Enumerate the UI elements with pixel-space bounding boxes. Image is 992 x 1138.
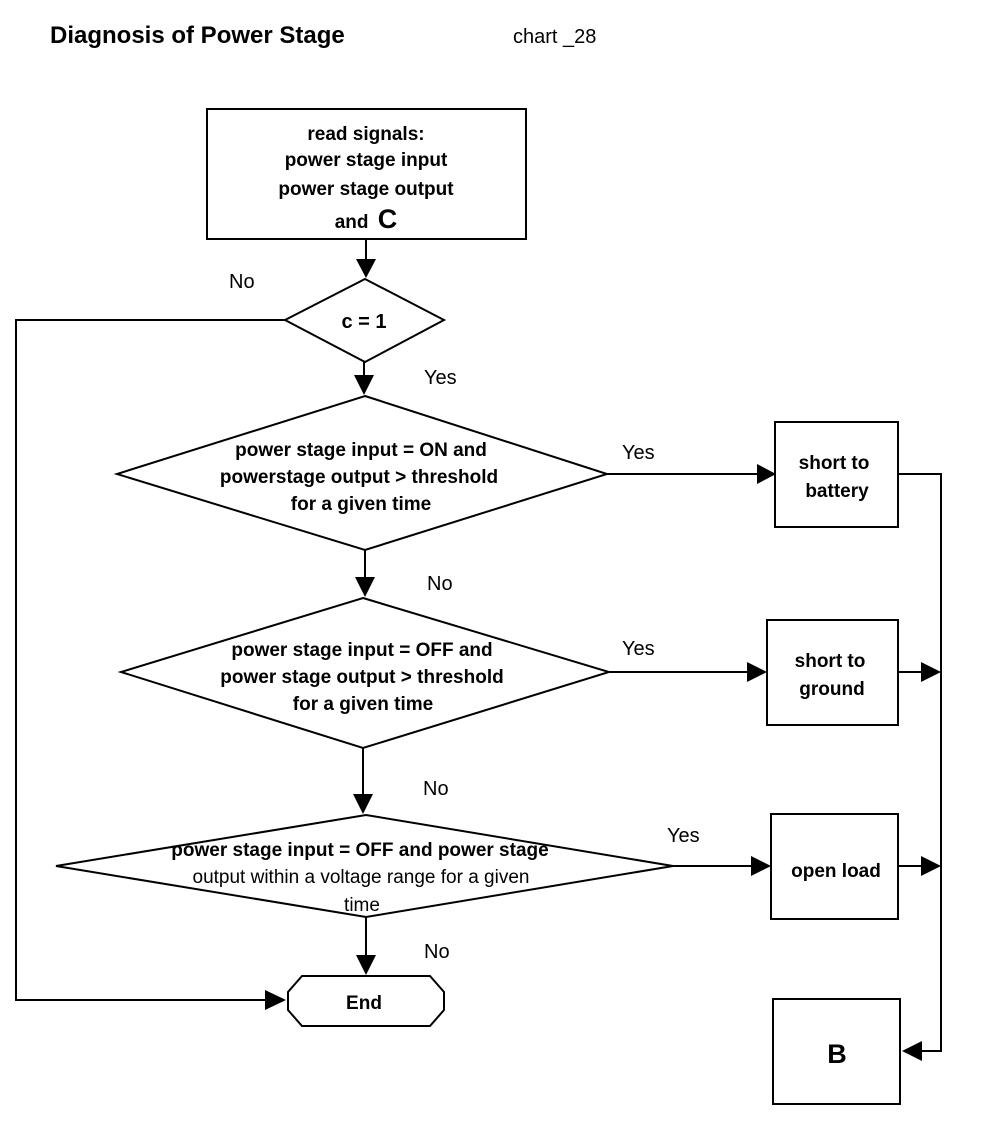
short-ground-line-1: short to [795, 651, 866, 672]
decision-2-line-2: power stage output > threshold [220, 667, 503, 688]
label-c-no: No [229, 271, 255, 293]
edge-c-no-to-end [15, 319, 285, 1001]
decision-c-label: c = 1 [341, 311, 386, 333]
label-d1-no: No [427, 573, 453, 595]
arrow-head [356, 259, 376, 278]
b-connector-box: B [772, 998, 901, 1105]
decision-1-line-3: for a given time [291, 494, 431, 515]
decision-1-line-2: powerstage output > threshold [220, 467, 498, 488]
decision-3-line-1: power stage input = OFF and power stage [171, 840, 548, 861]
read-line-4-prefix: and [335, 212, 369, 233]
arrow-head [747, 662, 767, 682]
decision-open-load-check: power stage input = OFF and power stage … [55, 813, 674, 919]
arrow-head [355, 577, 375, 597]
label-d3-yes: Yes [667, 825, 700, 847]
short-ground-line-2: ground [799, 679, 864, 700]
decision-2-line-1: power stage input = OFF and [231, 640, 492, 661]
arrow-head [757, 464, 776, 484]
b-label: B [827, 1039, 847, 1069]
chart-id: chart _28 [513, 26, 596, 48]
decision-c-equals-1: c = 1 [282, 277, 447, 364]
decision-short-to-battery-check: power stage input = ON and powerstage ou… [113, 394, 611, 552]
short-battery-line-1: short to [799, 453, 870, 474]
page-title: Diagnosis of Power Stage [50, 22, 345, 49]
arrow-head [353, 794, 373, 814]
arrow-head [354, 375, 374, 395]
read-signals-box: read signals: power stage input power st… [206, 108, 527, 240]
short-to-ground-box: short to ground [766, 619, 899, 726]
decision-3-line-2: output within a voltage range for a give… [193, 867, 530, 888]
decision-3-line-3: time [344, 895, 380, 916]
label-d2-no: No [423, 778, 449, 800]
label-d2-yes: Yes [622, 638, 655, 660]
decision-1-line-1: power stage input = ON and [235, 440, 487, 461]
read-line-2: power stage input [285, 150, 448, 171]
label-d3-no: No [424, 941, 450, 963]
open-load-box: open load [770, 813, 899, 920]
decision-short-to-ground-check: power stage input = OFF and power stage … [117, 596, 613, 750]
connectors [15, 239, 942, 1061]
end-label: End [346, 993, 382, 1014]
open-load-label: open load [791, 861, 881, 882]
decision-2-line-3: for a given time [293, 694, 433, 715]
label-d1-yes: Yes [622, 442, 655, 464]
short-battery-line-2: battery [805, 481, 869, 502]
arrow-head [902, 1041, 922, 1061]
arrow-head [921, 662, 941, 682]
edge-labels: No Yes Yes No Yes No Yes No [229, 271, 700, 963]
svg-text:and C: and C [335, 204, 398, 234]
read-line-1: read signals: [307, 124, 424, 145]
end-terminator: End [287, 975, 445, 1027]
short-to-battery-box: short to battery [774, 421, 899, 528]
arrow-head [265, 990, 286, 1010]
arrow-head [921, 856, 941, 876]
label-c-yes: Yes [424, 367, 457, 389]
edge-collector-to-b [898, 473, 942, 1052]
arrow-head [751, 856, 771, 876]
read-line-4-variable: C [378, 204, 398, 234]
read-line-3: power stage output [278, 179, 454, 200]
arrow-head [356, 955, 376, 975]
